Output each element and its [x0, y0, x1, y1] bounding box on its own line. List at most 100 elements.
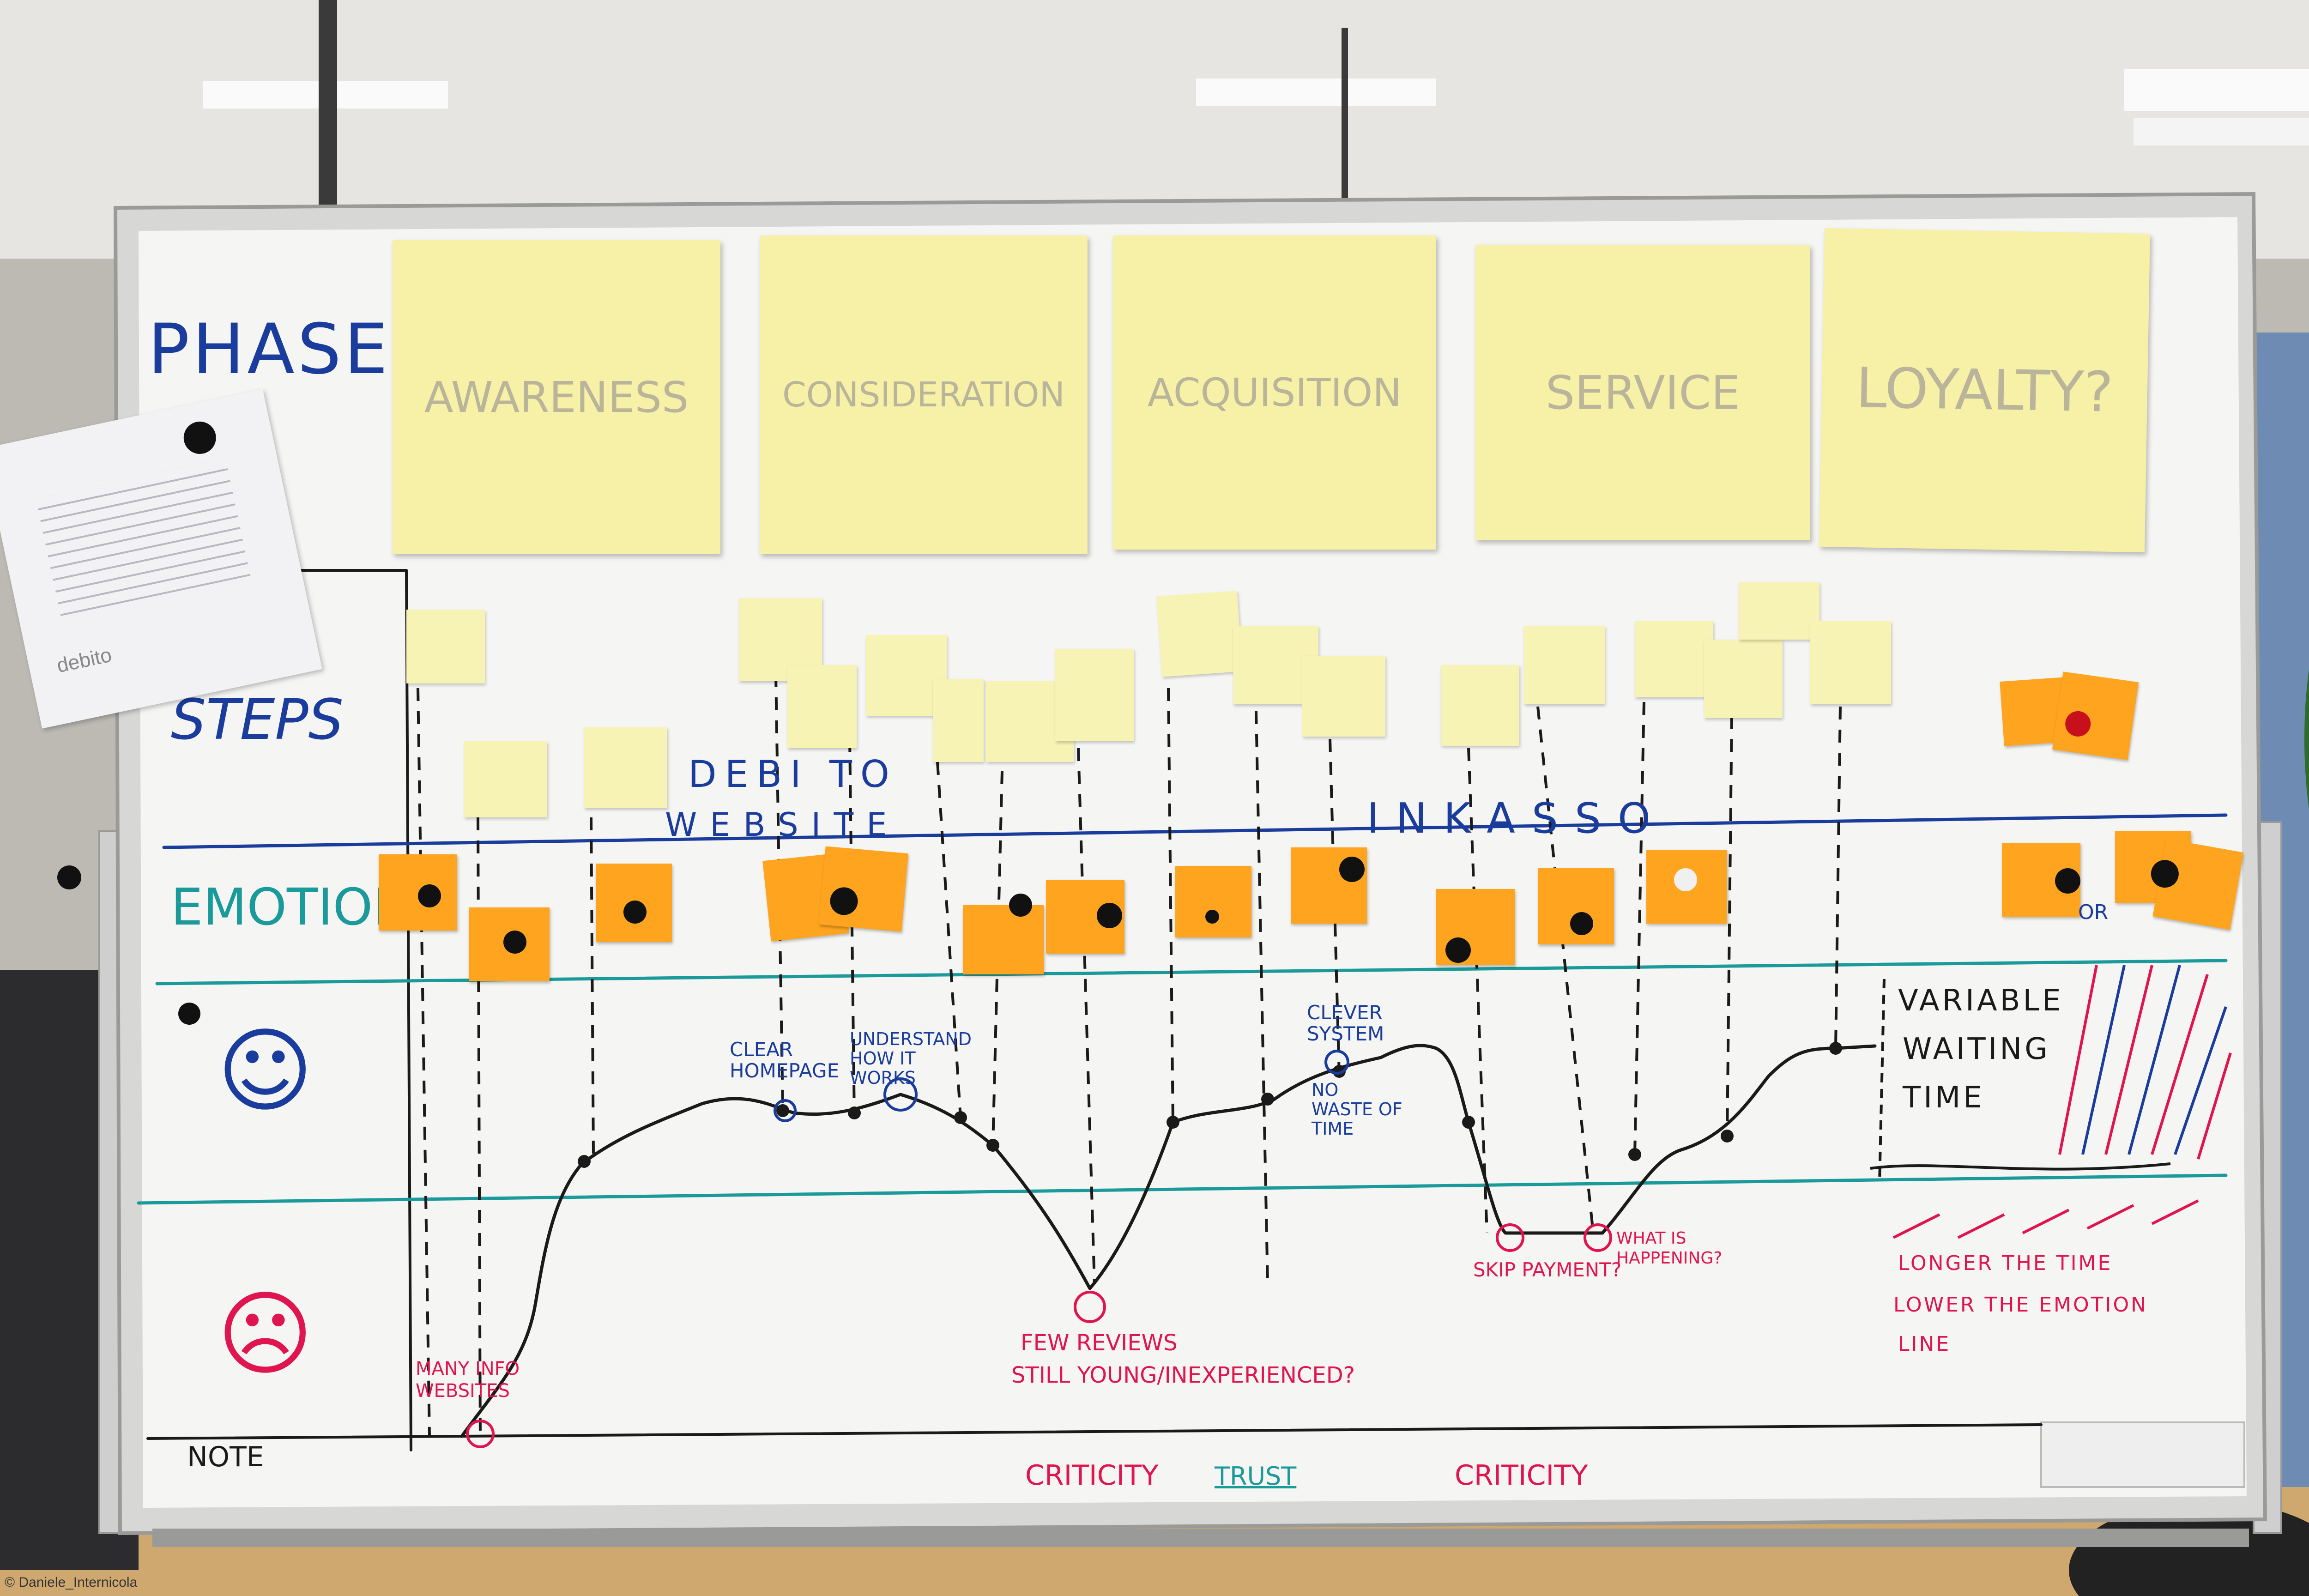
emotion-postit [1436, 889, 1515, 965]
emotion-postit [963, 894, 1044, 974]
ceiling-cable [1342, 28, 1348, 208]
magnet [181, 418, 219, 457]
emotion-postit [469, 907, 550, 981]
emotion-postit [2052, 671, 2139, 760]
emotion-postit [2149, 839, 2244, 930]
waiting-time-hatching [1870, 965, 2232, 1239]
happy-face-icon: ☺ [217, 1017, 314, 1125]
magnet [503, 931, 526, 954]
phase-label: CONSIDERATION [782, 375, 1065, 415]
magnet-red [2063, 709, 2092, 738]
step-postit [1156, 591, 1243, 677]
phase-label: LOYALTY? [1855, 356, 2114, 425]
emotion-postit [1291, 847, 1367, 924]
step-postit [1055, 649, 1134, 741]
step-postit [406, 610, 485, 683]
magnet [1205, 910, 1219, 924]
side-note-time: TIME [1903, 1081, 1985, 1115]
note-criticity-1: CRITICITY [1025, 1459, 1159, 1492]
magnet [1097, 903, 1122, 928]
phase-postit-acquisition: ACQUISITION [1113, 236, 1436, 550]
magnet [623, 901, 647, 924]
magnet [1570, 912, 1593, 935]
side-note-longer: LONGER THE TIME [1898, 1251, 2113, 1275]
phase-postit-loyalty: LOYALTY? [1819, 228, 2150, 553]
ceiling-light [1196, 79, 1436, 106]
vertical-axis-line [405, 569, 412, 1451]
sad-face-icon: ☹ [217, 1281, 314, 1388]
label-steps: STEPS [171, 688, 344, 752]
emotion-postit [1175, 866, 1251, 937]
ceiling-light [2134, 118, 2309, 145]
magnet [1445, 937, 1471, 963]
paper-logo: debito [54, 643, 114, 677]
side-note-variable: VARIABLE [1898, 984, 2064, 1018]
annotation-clever-system: CLEVER SYSTEM [1307, 1001, 1384, 1046]
neutral-line [137, 1173, 2228, 1205]
phase-label: AWARENESS [424, 372, 689, 422]
emotion-curve [460, 1044, 1877, 1438]
magnet-white [1674, 868, 1697, 891]
printed-paper: debito [0, 389, 322, 729]
step-postit [787, 665, 857, 748]
steps-divider-line [162, 813, 2228, 849]
paper-text-lines [36, 458, 251, 616]
emotion-postit [818, 846, 909, 932]
annotation-still-young: STILL YOUNG/INEXPERIENCED? [1011, 1362, 1355, 1388]
side-note-waiting: WAITING [1903, 1032, 2050, 1066]
step-postit [464, 741, 547, 817]
step-postit [1739, 582, 1819, 640]
annotation-understand: UNDERSTAND HOW IT WORKS [850, 1029, 972, 1088]
annotation-no-waste: NO WASTE OF TIME [1312, 1080, 1402, 1139]
magnet [829, 886, 859, 916]
emotion-postit [379, 854, 457, 931]
step-postit [584, 727, 667, 808]
annotation-what-happening: WHAT IS HAPPENING? [1616, 1229, 1723, 1268]
step-postit [1441, 665, 1519, 746]
emotion-postit [1046, 880, 1124, 954]
label-phases: PHASES [148, 309, 438, 390]
magnet-holder [2040, 1421, 2245, 1488]
photo-credit: © Daniele_Internicola [5, 1575, 138, 1590]
label-note: NOTE [187, 1441, 264, 1473]
magnet [1009, 894, 1032, 917]
board-magnets [57, 865, 200, 1025]
band-label-inkasso: INKASSO [1367, 794, 1667, 843]
phase-label: ACQUISITION [1147, 370, 1402, 415]
magnet [418, 884, 441, 907]
ceiling-light [2124, 69, 2309, 111]
emotion-postit [2002, 843, 2080, 917]
annotation-clear-homepage: CLEAR HOMEPAGE [730, 1038, 840, 1082]
phase-postit-awareness: AWARENESS [393, 240, 720, 554]
office-chair [2069, 1501, 2309, 1596]
magnet [2055, 868, 2080, 894]
emotion-postit [1646, 850, 1727, 924]
phase-postit-service: SERVICE [1475, 245, 1810, 540]
note-criticity-2: CRITICITY [1455, 1459, 1588, 1492]
step-postit [1704, 640, 1783, 718]
side-note-lower: LOWER THE EMOTION [1893, 1293, 2148, 1317]
emotion-postit [596, 864, 672, 942]
annotation-many-info: MANY INFO WEBSITES [416, 1358, 520, 1402]
step-postit [1635, 621, 1713, 697]
marker-tray [152, 1529, 2249, 1547]
step-postit [1810, 621, 1891, 704]
side-note-line: LINE [1898, 1332, 1951, 1356]
magnet [1339, 857, 1365, 882]
emotion-postit [1538, 868, 1614, 944]
annotation-skip-payment: SKIP PAYMENT? [1473, 1258, 1622, 1281]
step-postit [1524, 626, 1605, 704]
band-label-website: WEBSITE [665, 806, 900, 844]
annotation-few-reviews: FEW REVIEWS [1021, 1330, 1178, 1356]
phase-postit-consideration: CONSIDERATION [760, 236, 1088, 554]
plant [2304, 669, 2309, 809]
step-postit [1302, 656, 1385, 737]
ceiling-cable [319, 0, 337, 208]
or-label: OR [2078, 901, 2109, 924]
note-trust: TRUST [1215, 1462, 1297, 1491]
curve-points [578, 1042, 1842, 1168]
step-postit [933, 679, 984, 762]
band-label-debito: DEBI TO [688, 753, 898, 796]
phase-label: SERVICE [1545, 365, 1741, 420]
